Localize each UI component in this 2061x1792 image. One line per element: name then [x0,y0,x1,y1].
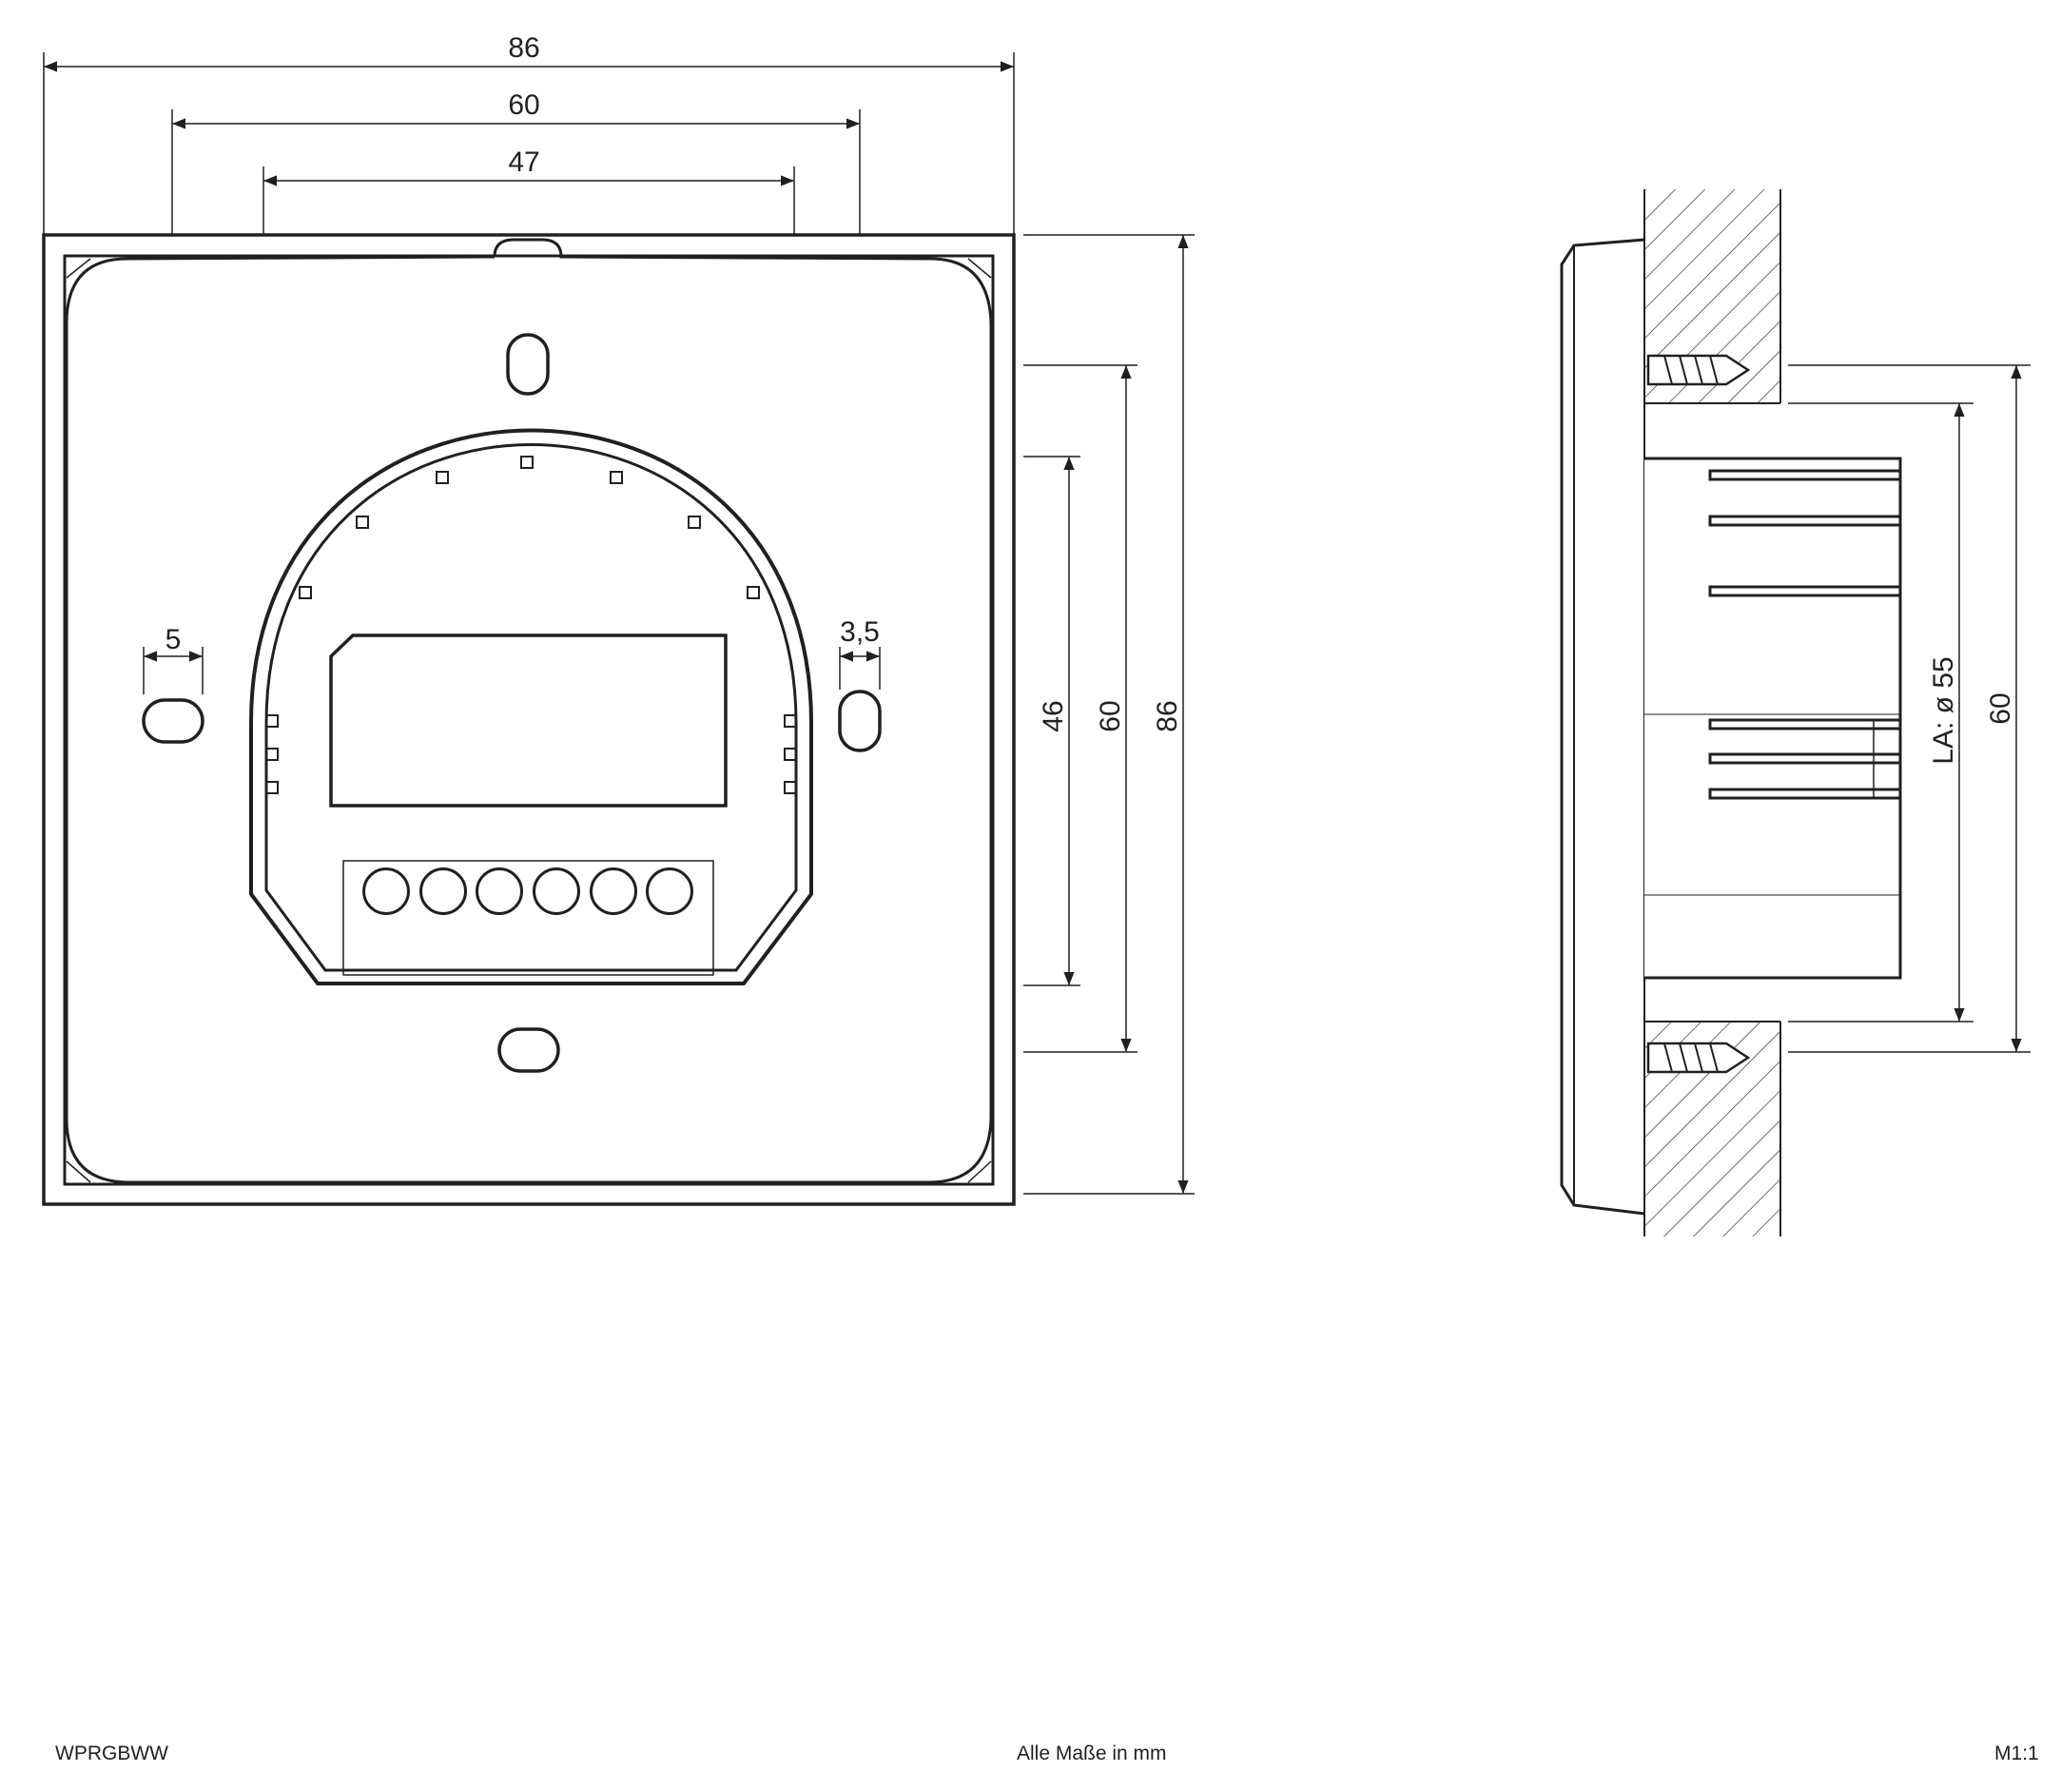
insert-tabs [265,456,797,794]
flush-box [1644,457,1902,980]
dim-label-slot-3-5: 3,5 [840,616,880,648]
box-fins [1708,469,1902,800]
side-dimensions [1788,364,2031,1053]
device-profile [1560,238,1645,1216]
outer-frame [42,233,1016,1206]
screw-bottom [1646,1042,1751,1074]
scale-label: M1:1 [1994,1743,2039,1764]
dim-label-47-width: 47 [508,146,539,178]
front-horizontal-dimensions [43,52,1015,694]
flush-box-cavity [1644,458,1900,978]
dim-label-60-width: 60 [508,89,539,121]
dim-label-box-diameter: LA: ø 55 [1928,656,1959,764]
dim-label-slot-5: 5 [165,624,182,655]
mounting-slot-right [838,690,882,752]
terminal-block [342,860,714,976]
units-note: Alle Maße in mm [1017,1743,1167,1764]
dim-label-46-height: 46 [1038,700,1069,731]
front-view [42,233,1016,1206]
inner-frame [63,254,995,1186]
terminal-screws [362,867,693,915]
corner-chamfer [66,1160,91,1183]
mounting-slot-left [142,698,204,744]
mounting-slot-bottom [497,1027,560,1073]
model-number: WPRGBWW [55,1743,168,1764]
cover-plate [65,238,993,1184]
dim-label-86-height: 86 [1152,700,1183,731]
dim-label-side-60-height: 60 [1985,692,2016,724]
side-view [1560,189,1902,1237]
corner-chamfer [967,258,992,279]
insert-outline-inner [264,443,798,972]
display-window [329,633,728,808]
insert-outline-outer [249,428,813,985]
dim-label-86-width: 86 [508,32,539,64]
screw-top [1646,354,1751,386]
mounting-slot-top [506,333,550,396]
front-vertical-dimensions [1023,234,1195,1195]
corner-chamfer [66,258,91,279]
dim-label-60-height: 60 [1095,700,1126,731]
corner-chamfer [967,1160,992,1183]
